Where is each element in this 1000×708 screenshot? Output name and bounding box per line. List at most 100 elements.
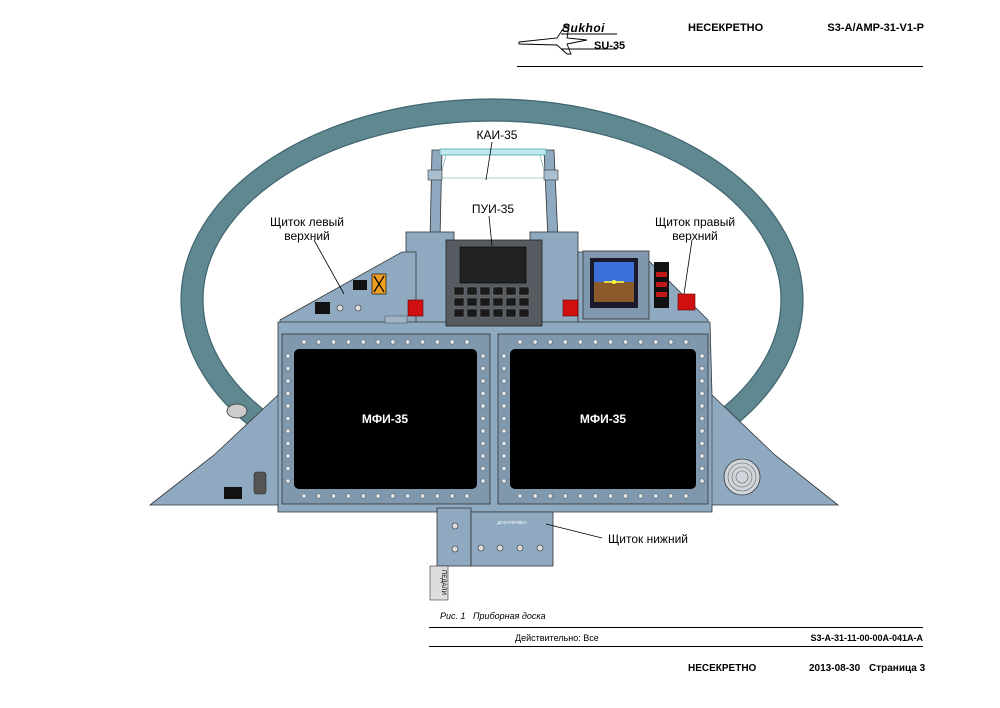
mfd-soft-key[interactable] xyxy=(449,493,455,499)
mfd-soft-key[interactable] xyxy=(501,428,507,434)
pui-key[interactable] xyxy=(505,286,517,296)
pui-key[interactable] xyxy=(492,297,504,307)
mfd-soft-key[interactable] xyxy=(360,339,366,345)
mfd-soft-key[interactable] xyxy=(375,339,381,345)
mfd-soft-key[interactable] xyxy=(390,339,396,345)
mfd-soft-key[interactable] xyxy=(449,339,455,345)
mfd-soft-key[interactable] xyxy=(420,339,425,345)
pui-key[interactable] xyxy=(492,286,504,296)
pui-key[interactable] xyxy=(466,297,478,307)
pui-key[interactable] xyxy=(479,286,491,296)
mfd-soft-key[interactable] xyxy=(480,416,486,421)
mfd-soft-key[interactable] xyxy=(623,339,629,345)
mfd-soft-key[interactable] xyxy=(699,478,705,484)
pui-key[interactable] xyxy=(505,297,517,307)
mfd-soft-key[interactable] xyxy=(434,493,440,499)
mfd-soft-key[interactable] xyxy=(532,339,538,345)
mfd-soft-key[interactable] xyxy=(501,466,507,471)
mfd-soft-key[interactable] xyxy=(699,378,705,384)
mfd-soft-key[interactable] xyxy=(608,493,613,499)
mfd-soft-key[interactable] xyxy=(517,339,523,345)
mfd-soft-key[interactable] xyxy=(360,493,366,499)
mfd-soft-key[interactable] xyxy=(480,391,486,396)
mfd-soft-key[interactable] xyxy=(699,366,705,371)
mfd-soft-key[interactable] xyxy=(699,416,705,421)
mfd-soft-key[interactable] xyxy=(638,339,644,345)
mfd-soft-key[interactable] xyxy=(285,466,291,471)
pui-35-control-panel[interactable] xyxy=(445,239,543,327)
mfd-soft-key[interactable] xyxy=(501,353,507,359)
mfd-soft-key[interactable] xyxy=(699,403,705,409)
mfd-soft-key[interactable] xyxy=(501,478,507,484)
mfd-soft-key[interactable] xyxy=(434,339,440,345)
lower-toggle-switch[interactable] xyxy=(516,544,524,552)
pui-key[interactable] xyxy=(518,286,530,296)
brake-lever[interactable] xyxy=(253,471,267,495)
mfd-soft-key[interactable] xyxy=(346,493,351,499)
mfd-soft-key[interactable] xyxy=(593,339,598,345)
mfd-soft-key[interactable] xyxy=(285,453,291,459)
lower-toggle-switch[interactable] xyxy=(536,544,544,552)
mfd-soft-key[interactable] xyxy=(285,441,291,446)
mfd-soft-key[interactable] xyxy=(480,453,486,459)
pui-key[interactable] xyxy=(453,308,465,318)
mfd-soft-key[interactable] xyxy=(501,378,507,384)
mfd-soft-key[interactable] xyxy=(316,339,322,345)
lower-toggle-switch[interactable] xyxy=(451,545,459,553)
mfd-soft-key[interactable] xyxy=(608,339,613,345)
mfd-soft-key[interactable] xyxy=(285,416,291,421)
left-toggle-switch[interactable] xyxy=(336,304,344,312)
mfd-soft-key[interactable] xyxy=(699,466,705,471)
mfd-soft-key[interactable] xyxy=(699,391,705,396)
mfd-soft-key[interactable] xyxy=(301,339,307,345)
mfd-soft-key[interactable] xyxy=(562,339,568,345)
mfd-soft-key[interactable] xyxy=(577,493,583,499)
mfd-soft-key[interactable] xyxy=(547,339,553,345)
left-toggle-switch[interactable] xyxy=(354,304,362,312)
mfd-soft-key[interactable] xyxy=(653,493,659,499)
mfd-soft-key[interactable] xyxy=(480,403,486,409)
mfd-soft-key[interactable] xyxy=(699,428,705,434)
mfd-soft-key[interactable] xyxy=(375,493,381,499)
mfd-soft-key[interactable] xyxy=(285,403,291,409)
mfd-soft-key[interactable] xyxy=(480,353,486,359)
mfd-soft-key[interactable] xyxy=(480,466,486,471)
mfd-soft-key[interactable] xyxy=(480,378,486,384)
mfd-soft-key[interactable] xyxy=(346,339,351,345)
mfd-soft-key[interactable] xyxy=(517,493,523,499)
mfd-soft-key[interactable] xyxy=(480,441,486,446)
mfd-soft-key[interactable] xyxy=(501,416,507,421)
mfd-soft-key[interactable] xyxy=(699,441,705,446)
mfd-soft-key[interactable] xyxy=(285,353,291,359)
mfd-soft-key[interactable] xyxy=(464,339,470,345)
mfd-soft-key[interactable] xyxy=(390,493,396,499)
mfd-soft-keys[interactable] xyxy=(285,339,705,499)
pui-key[interactable] xyxy=(479,308,491,318)
mfd-soft-key[interactable] xyxy=(532,493,538,499)
lower-toggle-switch[interactable] xyxy=(451,522,459,530)
pui-key[interactable] xyxy=(492,308,504,318)
mfd-soft-key[interactable] xyxy=(405,493,411,499)
lower-toggle-switch[interactable] xyxy=(496,544,504,552)
mfd-soft-key[interactable] xyxy=(699,453,705,459)
mfd-soft-key[interactable] xyxy=(285,378,291,384)
mfd-soft-key[interactable] xyxy=(464,493,470,499)
mfd-soft-key[interactable] xyxy=(331,339,337,345)
mfd-soft-key[interactable] xyxy=(285,366,291,371)
mfd-soft-key[interactable] xyxy=(501,366,507,371)
mfd-soft-key[interactable] xyxy=(316,493,322,499)
pui-key[interactable] xyxy=(505,308,517,318)
mfd-soft-key[interactable] xyxy=(480,366,486,371)
mfd-soft-key[interactable] xyxy=(405,339,411,345)
lower-toggle-switch[interactable] xyxy=(477,544,485,552)
mfd-soft-key[interactable] xyxy=(285,428,291,434)
pui-key[interactable] xyxy=(518,297,530,307)
mfd-soft-key[interactable] xyxy=(653,339,659,345)
pui-key[interactable] xyxy=(518,308,530,318)
mfd-soft-key[interactable] xyxy=(301,493,307,499)
mfd-soft-key[interactable] xyxy=(699,353,705,359)
mfd-soft-key[interactable] xyxy=(638,493,644,499)
pui-key[interactable] xyxy=(453,297,465,307)
mfd-soft-key[interactable] xyxy=(683,339,689,345)
mfd-soft-key[interactable] xyxy=(285,478,291,484)
